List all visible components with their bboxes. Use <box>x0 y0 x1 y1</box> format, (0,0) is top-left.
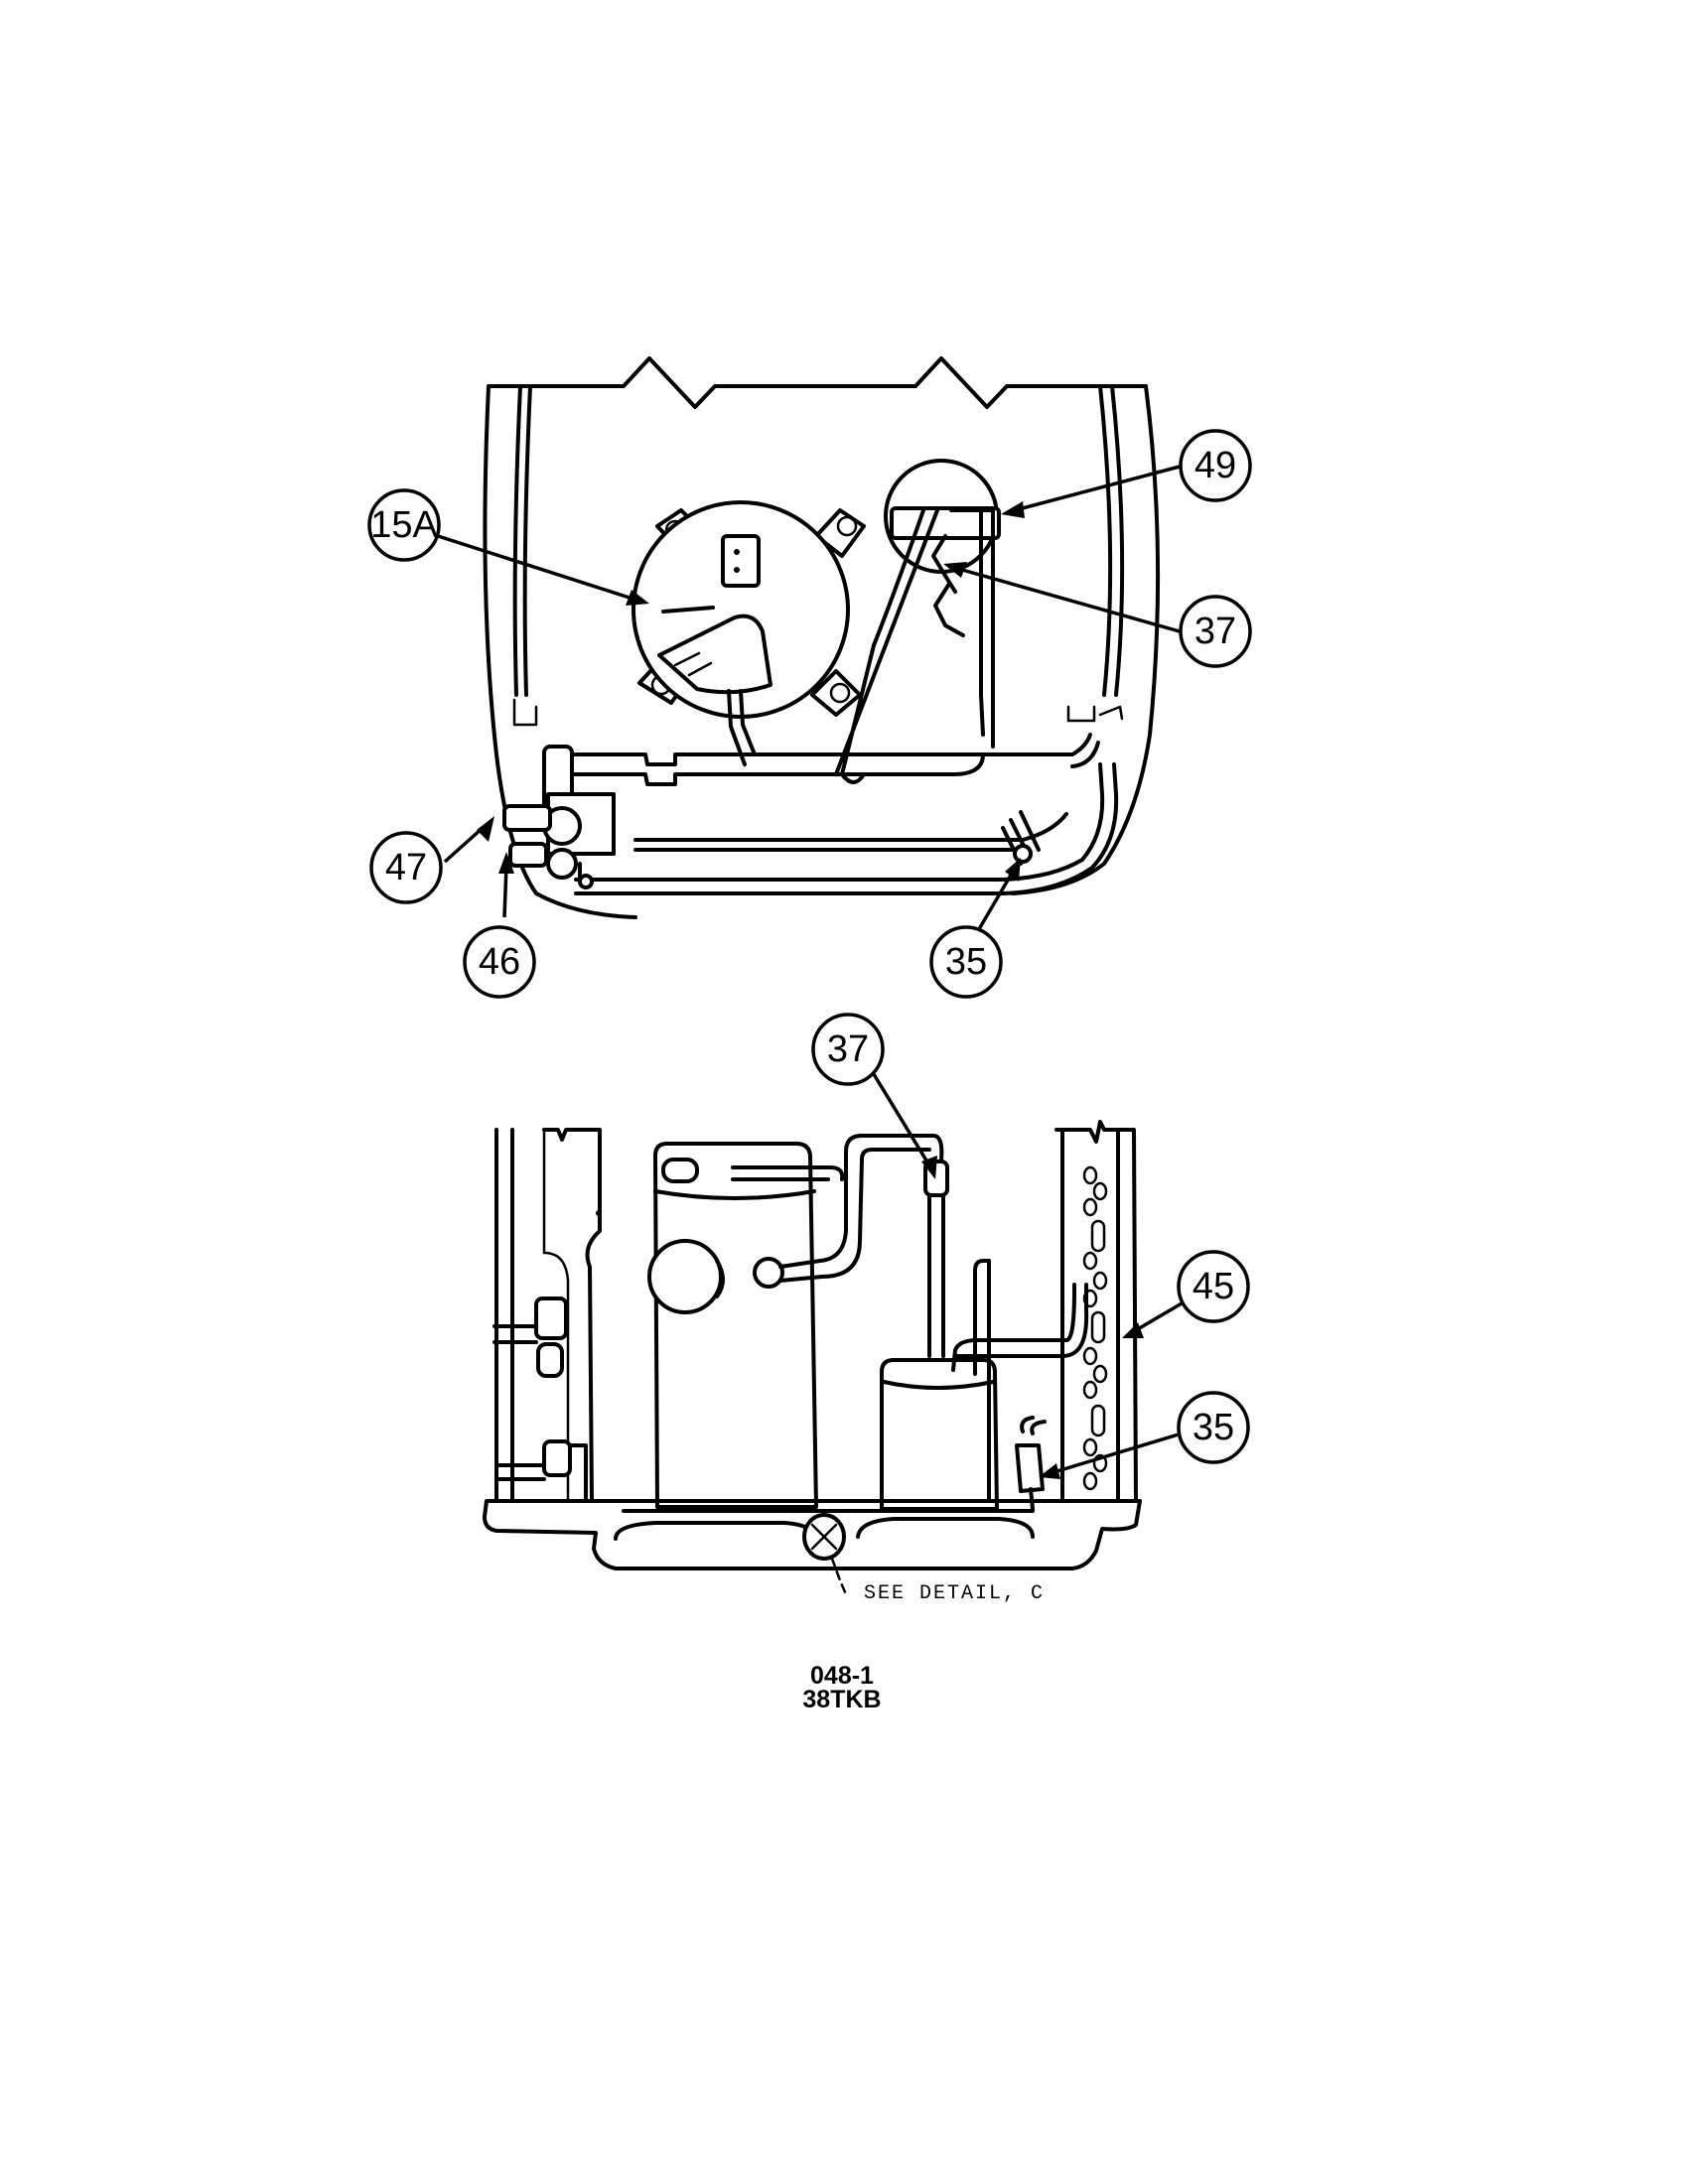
side-view-right-panel <box>1054 1120 1138 1503</box>
top-view-break-line <box>487 356 1148 409</box>
accumulator-top-view <box>834 459 1001 784</box>
side-view: SEE DETAIL, C 37 45 35 <box>483 1013 1250 1605</box>
leader-46 <box>502 865 508 918</box>
top-view-left-wall <box>483 384 637 919</box>
callout-15a: 15A <box>367 488 441 562</box>
callout-47-label: 47 <box>385 847 427 888</box>
callout-45: 45 <box>1177 1250 1250 1323</box>
callout-35-side: 35 <box>1177 1391 1250 1464</box>
leader-47 <box>443 826 485 864</box>
leader-37-top <box>954 566 1181 633</box>
side-view-left-frame <box>494 1128 602 1503</box>
leader-37-side <box>872 1073 931 1166</box>
accumulator-side-view <box>880 1160 1089 1511</box>
callout-37-top: 37 <box>1179 595 1252 668</box>
drawing-number: 048-1 <box>810 1662 874 1690</box>
top-view-suction-tube <box>562 733 1092 766</box>
callout-49: 49 <box>1179 429 1252 502</box>
leader-35-side <box>1050 1432 1183 1475</box>
top-view-lower-tube <box>574 762 1105 882</box>
callout-35-top-label: 35 <box>945 941 987 983</box>
callout-49-label: 49 <box>1194 445 1236 486</box>
callout-37-side-label: 37 <box>827 1028 869 1070</box>
callout-45-label: 45 <box>1193 1266 1234 1307</box>
service-valve-assembly <box>502 745 616 889</box>
filter-drier <box>1015 1416 1047 1511</box>
compressor-top-view <box>632 500 866 766</box>
compressor-side-view <box>647 1134 944 1509</box>
callout-35-side-label: 35 <box>1193 1407 1234 1448</box>
top-view-right-wall <box>1011 384 1161 895</box>
leader-49 <box>1014 465 1181 512</box>
callout-15a-label: 15A <box>370 504 438 546</box>
leader-35-top <box>977 871 1015 930</box>
leader-15a <box>434 533 636 602</box>
top-view: 15A 49 37 47 46 35 <box>367 356 1252 999</box>
callout-37-side: 37 <box>811 1013 885 1086</box>
callout-47: 47 <box>369 831 443 904</box>
callout-35-top: 35 <box>929 925 1003 999</box>
callout-46-label: 46 <box>479 941 520 983</box>
leader-45 <box>1135 1301 1183 1332</box>
model-number: 38TKB <box>802 1686 882 1713</box>
base-pan <box>483 1499 1142 1570</box>
detail-note: SEE DETAIL, C <box>864 1582 1045 1605</box>
callout-37-top-label: 37 <box>1194 611 1236 652</box>
callout-46: 46 <box>463 925 536 999</box>
